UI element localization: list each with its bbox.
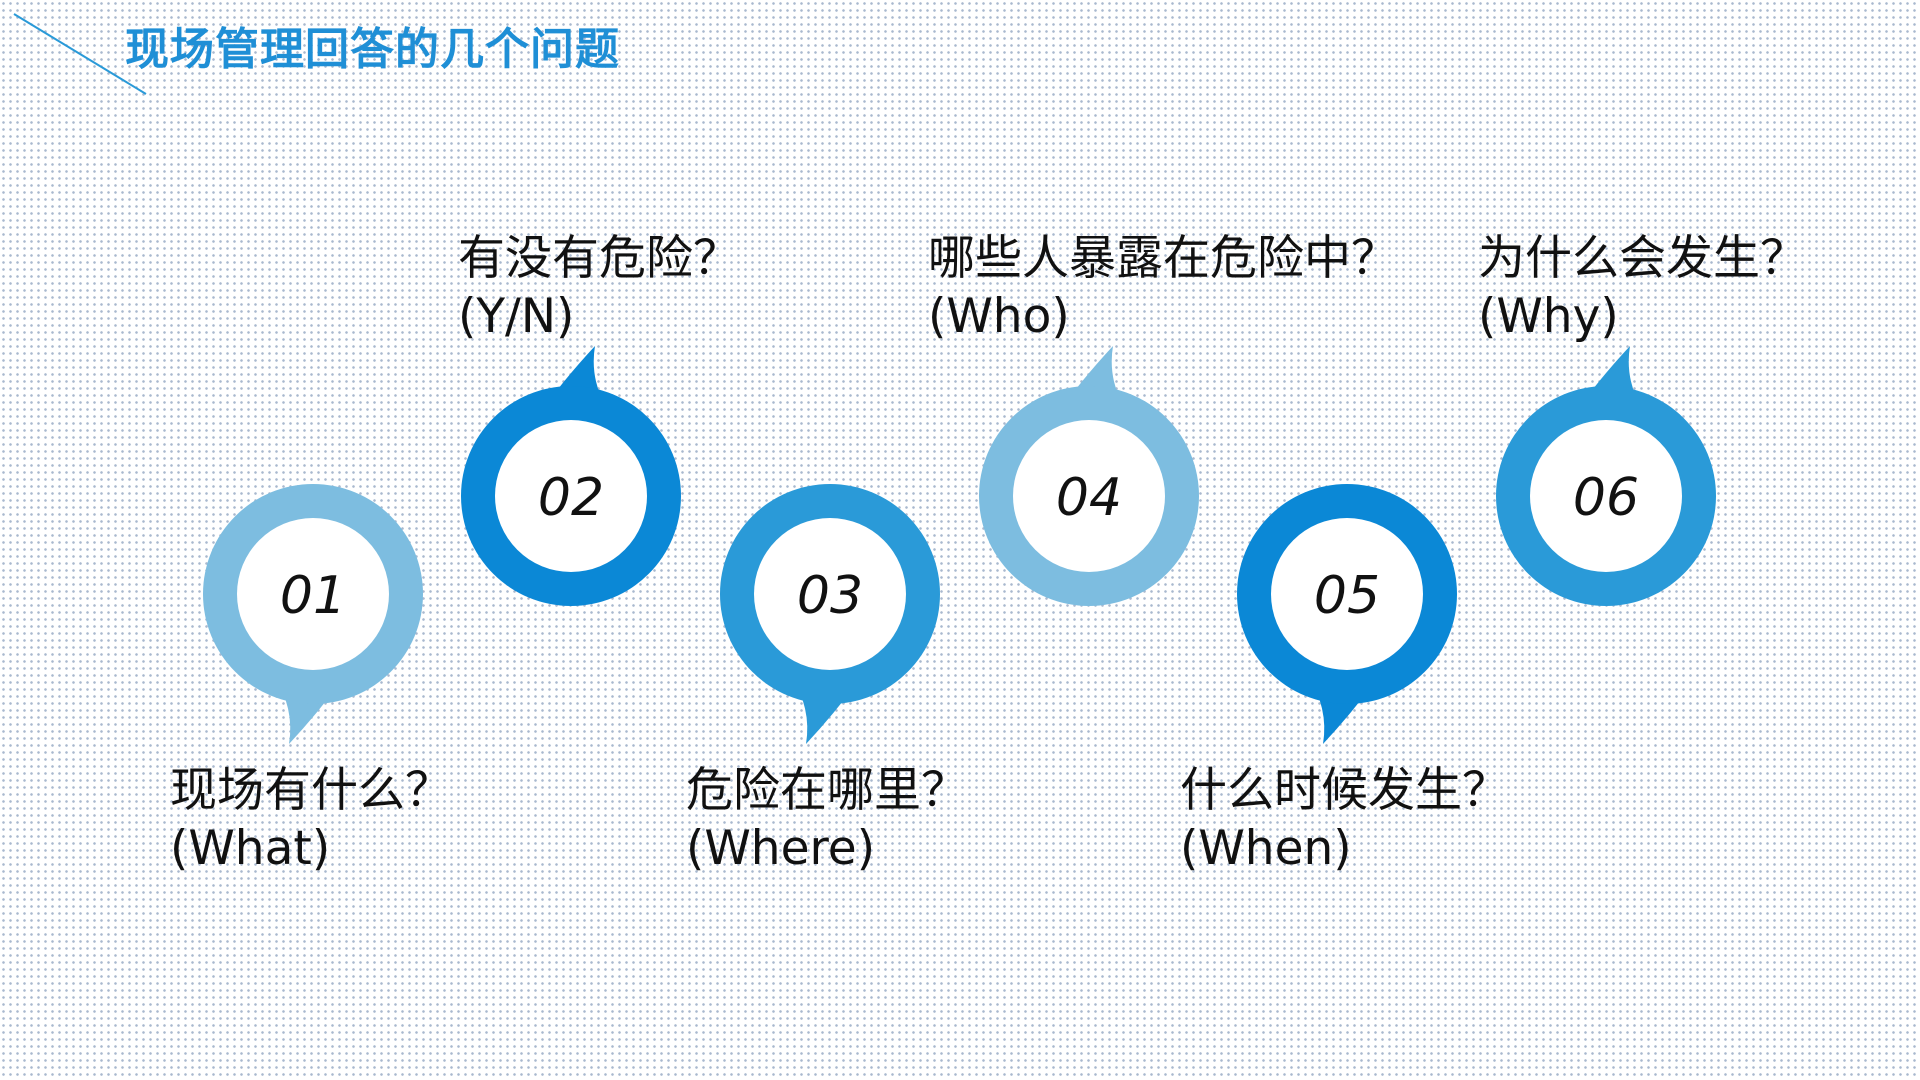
bubble-06: 06 — [1496, 346, 1716, 606]
bubble-number-02: 02 — [538, 468, 604, 528]
english-04: (Who) — [928, 289, 1070, 344]
bubble-05: 05 — [1237, 484, 1457, 744]
bubble-center-05 — [1271, 518, 1423, 670]
bubble-center-04 — [1013, 420, 1165, 572]
label-05: 什么时候发生？ (When) — [1180, 762, 1509, 878]
english-05: (When) — [1180, 821, 1352, 876]
bubble-03: 03 — [720, 484, 940, 744]
question-02: 有没有危险？ — [458, 231, 740, 286]
bubble-04: 04 — [979, 346, 1199, 606]
english-02: (Y/N) — [458, 289, 575, 344]
label-03: 危险在哪里？ (Where) — [686, 762, 968, 878]
english-06: (Why) — [1478, 289, 1619, 344]
label-01: 现场有什么？ (What) — [170, 762, 452, 878]
bubble-number-01: 01 — [280, 566, 346, 626]
bubble-02: 02 — [461, 346, 681, 606]
label-06: 为什么会发生？ (Why) — [1478, 230, 1807, 346]
corner-decoration-line — [13, 13, 147, 95]
question-01: 现场有什么？ — [170, 763, 452, 818]
label-02: 有没有危险？ (Y/N) — [458, 230, 740, 346]
bubble-center-06 — [1530, 420, 1682, 572]
bubble-number-03: 03 — [797, 566, 863, 626]
bubble-number-05: 05 — [1314, 566, 1380, 626]
question-04: 哪些人暴露在危险中？ — [928, 231, 1398, 286]
bubble-number-06: 06 — [1573, 468, 1639, 528]
page-title: 现场管理回答的几个问题 — [125, 24, 620, 75]
question-06: 为什么会发生？ — [1478, 231, 1807, 286]
bubble-number-04: 04 — [1056, 468, 1122, 528]
bubble-01: 01 — [203, 484, 423, 744]
bubble-center-03 — [754, 518, 906, 670]
bubble-center-01 — [237, 518, 389, 670]
question-05: 什么时候发生？ — [1180, 763, 1509, 818]
question-03: 危险在哪里？ — [686, 763, 968, 818]
english-03: (Where) — [686, 821, 876, 876]
english-01: (What) — [170, 821, 331, 876]
label-04: 哪些人暴露在危险中？ (Who) — [928, 230, 1398, 346]
bubble-center-02 — [495, 420, 647, 572]
